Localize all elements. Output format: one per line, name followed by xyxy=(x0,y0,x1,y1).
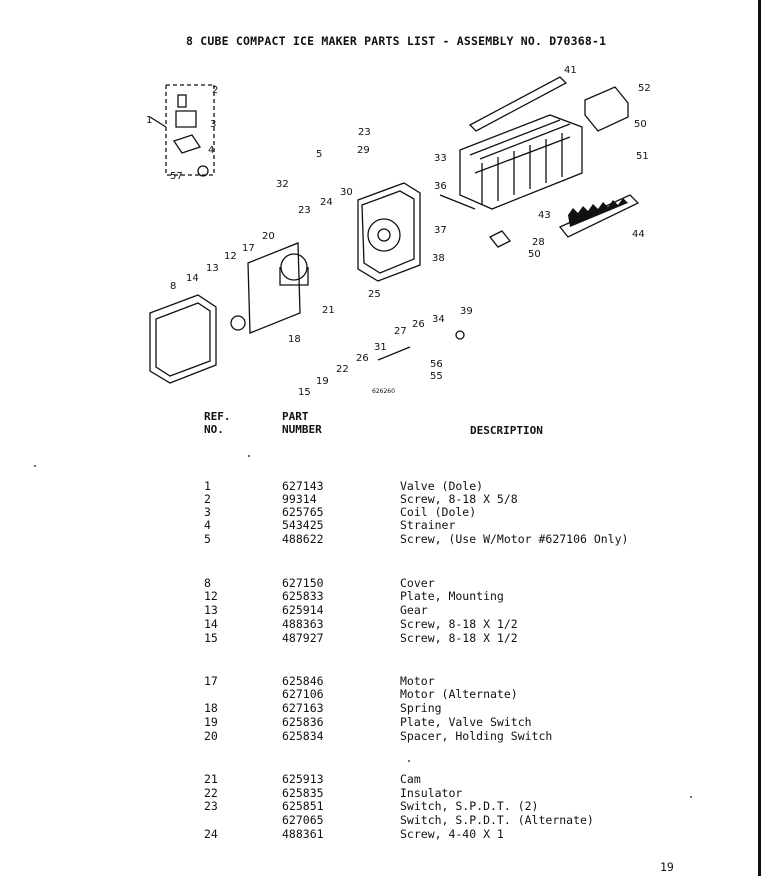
arm-housing-drawing xyxy=(584,86,629,132)
callout: 26 xyxy=(412,319,425,330)
callout: 1 xyxy=(146,115,152,126)
callout: 19 xyxy=(316,376,329,387)
callout: 57 xyxy=(170,171,183,182)
callout: 56 xyxy=(430,359,443,370)
callout: 8 xyxy=(170,281,176,292)
callout: 32 xyxy=(276,179,289,190)
callout: 12 xyxy=(224,251,237,262)
callout: 25 xyxy=(368,289,381,300)
callout: 20 xyxy=(262,231,275,242)
wire-drawing xyxy=(377,346,411,361)
callout: 5 xyxy=(316,149,322,160)
part-number-header: PART NUMBER xyxy=(282,410,322,436)
cover-drawing xyxy=(149,294,217,384)
callout: 37 xyxy=(434,225,447,236)
gear-drawing xyxy=(230,315,246,331)
callout: 23 xyxy=(298,205,311,216)
callout: 30 xyxy=(340,187,353,198)
page-title: 8 CUBE COMPACT ICE MAKER PARTS LIST - AS… xyxy=(186,34,607,48)
stripper-drawing xyxy=(558,194,640,238)
ice-mold-drawing xyxy=(459,114,583,210)
ref-no-header: REF. NO. xyxy=(204,410,231,436)
callout: 55 xyxy=(430,371,443,382)
callout: 43 xyxy=(538,210,551,221)
callout: 34 xyxy=(432,314,445,325)
callout: 13 xyxy=(206,263,219,274)
callout: 27 xyxy=(394,326,407,337)
callout: 51 xyxy=(636,151,649,162)
ejector-drawing xyxy=(468,76,568,132)
callout: 2 xyxy=(212,85,218,96)
callout: 14 xyxy=(186,273,199,284)
motor-drawing xyxy=(279,253,309,286)
callout: 26 xyxy=(356,353,369,364)
callout: 50 xyxy=(634,119,647,130)
scan-speck xyxy=(408,760,410,762)
callout: 17 xyxy=(242,243,255,254)
callout: 18 xyxy=(288,334,301,345)
image-code: 626260 xyxy=(372,388,395,395)
mounting-plate-drawing xyxy=(247,242,301,334)
callout: 44 xyxy=(632,229,645,240)
callout: 31 xyxy=(374,342,387,353)
ice-maker-housing-drawing xyxy=(357,182,421,282)
scan-speck xyxy=(690,796,692,798)
callout-labels: 1 2 3 4 57 5 23 29 33 36 37 32 24 30 23 … xyxy=(146,65,651,398)
valve-assembly-drawing xyxy=(149,84,215,177)
callout: 50 xyxy=(528,249,541,260)
callout: 38 xyxy=(432,253,445,264)
callout: 4 xyxy=(208,145,214,156)
exploded-parts-diagram: 1 2 3 4 57 5 23 29 33 36 37 32 24 30 23 … xyxy=(146,65,651,398)
callout: 41 xyxy=(564,65,577,76)
page-number: 19 xyxy=(660,860,674,874)
callout: 36 xyxy=(434,181,447,192)
callout: 24 xyxy=(320,197,333,208)
callout: 29 xyxy=(357,145,370,156)
right-border-rule xyxy=(758,0,761,876)
callout: 15 xyxy=(298,387,311,398)
callout: 3 xyxy=(210,119,216,130)
callout: 33 xyxy=(434,153,447,164)
callout: 28 xyxy=(532,237,545,248)
callout: 52 xyxy=(638,83,651,94)
scan-speck xyxy=(34,465,36,467)
description-header: DESCRIPTION xyxy=(470,424,543,437)
callout: 23 xyxy=(358,127,371,138)
callout: 21 xyxy=(322,305,335,316)
bracket-drawing xyxy=(488,230,512,248)
scan-speck xyxy=(248,455,250,457)
callout: 22 xyxy=(336,364,349,375)
callout: 39 xyxy=(460,306,473,317)
